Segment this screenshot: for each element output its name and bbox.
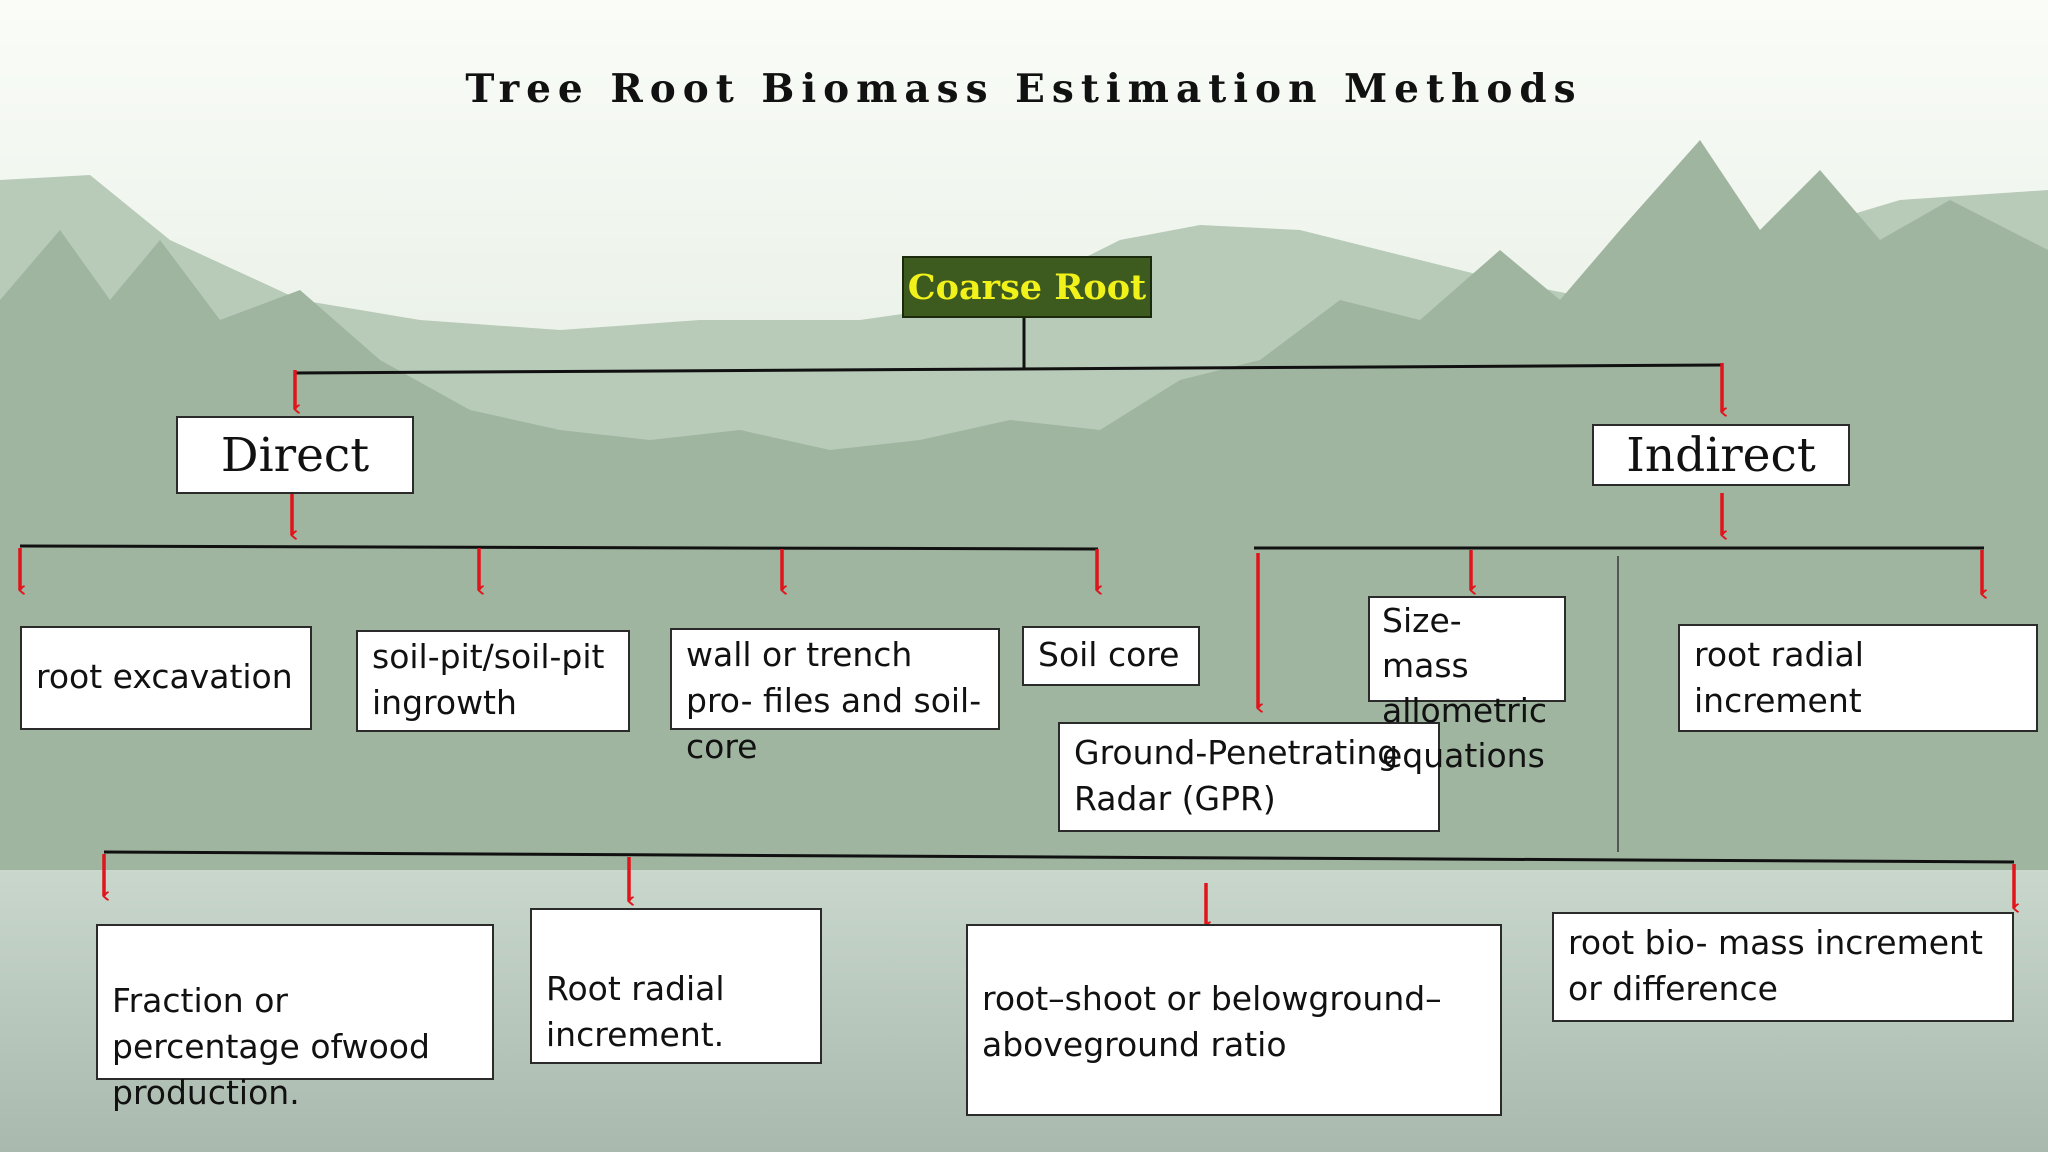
- method-label: Size- mass allometric equations: [1382, 601, 1548, 775]
- method-gpr: Ground-Penetrating Radar (GPR): [1058, 722, 1440, 832]
- connector-root-bar: [294, 363, 1723, 375]
- method-root-shoot-ratio: root–shoot or belowground–aboveground ra…: [966, 924, 1502, 1116]
- method-wall-trench: wall or trench pro- files and soil-core: [670, 628, 1000, 766]
- method-root-radial-increment: root radial increment: [1678, 624, 2038, 732]
- method-label: root excavation: [36, 657, 293, 696]
- indirect-label: Indirect: [1626, 427, 1816, 483]
- method-fraction-wood: Fraction or percentage ofwood production…: [96, 924, 494, 1112]
- method-label: Ground-Penetrating Radar (GPR): [1074, 733, 1399, 818]
- method-soil-core: Soil core: [1022, 626, 1200, 686]
- connector-lower-bar: [103, 850, 2015, 864]
- method-label: soil-pit/soil-pit ingrowth: [372, 637, 605, 722]
- method-label: Root radial increment.: [546, 969, 725, 1054]
- direct-label: Direct: [220, 427, 370, 483]
- method-size-mass: Size- mass allometric equations: [1368, 596, 1566, 775]
- method-label: wall or trench pro- files and soil-core: [686, 635, 982, 766]
- method-label: root bio- mass increment or difference: [1568, 923, 1983, 1008]
- method-label: root–shoot or belowground–aboveground ra…: [982, 979, 1442, 1064]
- method-soil-pit: soil-pit/soil-pit ingrowth: [356, 630, 630, 732]
- method-root-radial-lower: Root radial increment.: [530, 908, 822, 1064]
- connector-direct-bar: [19, 544, 1099, 551]
- direct-node: Direct: [176, 416, 414, 494]
- indirect-node: Indirect: [1592, 424, 1850, 486]
- method-label: root radial increment: [1694, 635, 1864, 720]
- root-node: Coarse Root: [902, 256, 1152, 318]
- method-label: Fraction or percentage ofwood production…: [112, 981, 430, 1112]
- slide-title: Tree Root Biomass Estimation Methods: [465, 66, 1583, 112]
- method-root-excavation: root excavation: [20, 626, 312, 730]
- method-biomass-increment: root bio- mass increment or difference: [1552, 912, 2014, 1022]
- method-label: Soil core: [1038, 635, 1180, 674]
